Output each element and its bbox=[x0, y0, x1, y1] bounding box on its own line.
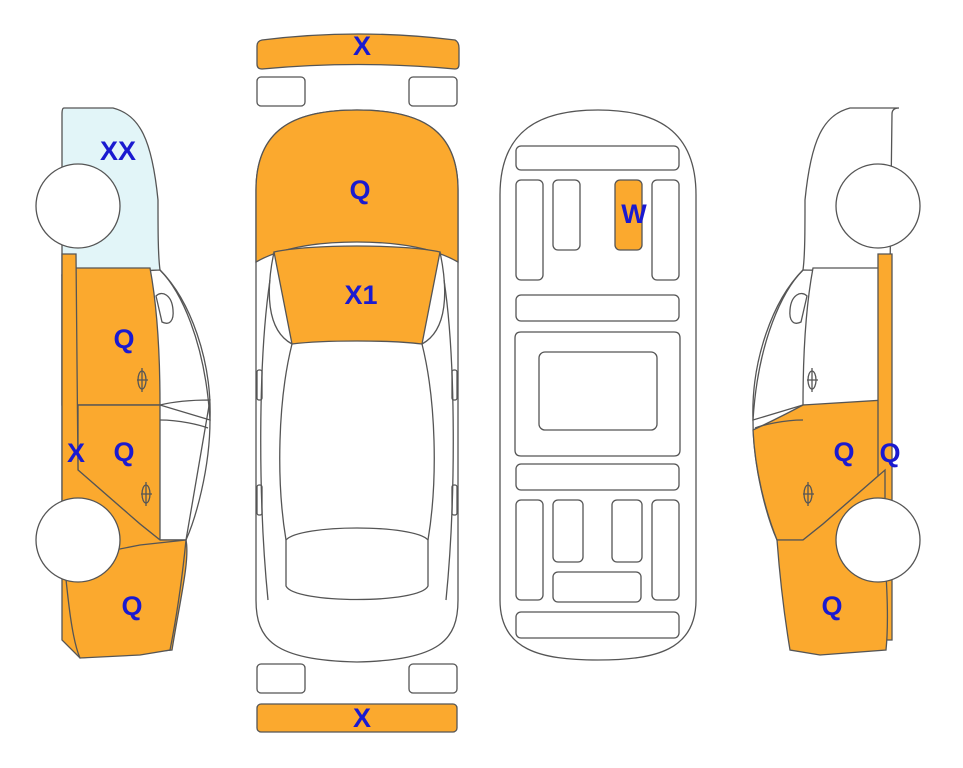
left-front-wheel bbox=[35, 497, 121, 583]
right-side-view bbox=[752, 107, 921, 656]
right-a-pillar bbox=[421, 251, 446, 345]
left-mirror bbox=[256, 369, 263, 401]
hood-code: Q bbox=[349, 175, 370, 205]
left-door-handle bbox=[256, 484, 263, 516]
right-side-mirror bbox=[789, 292, 808, 324]
underbody-right-rail-rear bbox=[651, 499, 680, 601]
rear-window bbox=[285, 527, 429, 601]
right-rear-handle-grip bbox=[807, 370, 817, 390]
front-bumper-code: X bbox=[353, 31, 371, 61]
right-headlight bbox=[408, 76, 458, 107]
rear-bumper-code: X bbox=[353, 703, 371, 733]
right-mirror bbox=[451, 369, 458, 401]
rear-bumper-panel[interactable] bbox=[256, 703, 458, 733]
right-front-fender-code: Q bbox=[821, 591, 842, 621]
left-side-view bbox=[35, 107, 211, 659]
left-windshield-edge bbox=[159, 399, 211, 541]
right-front-wheel bbox=[835, 497, 921, 583]
right-door-handle bbox=[451, 484, 458, 516]
left-taillight bbox=[256, 663, 306, 694]
underbody-view bbox=[499, 109, 697, 661]
underbody-rear-bar bbox=[515, 611, 680, 639]
underbody-right-rail-front bbox=[651, 179, 680, 281]
underbody-rear-crossmember bbox=[552, 571, 642, 603]
left-side-mirror bbox=[155, 292, 174, 324]
top-view bbox=[255, 33, 460, 733]
right-taillight bbox=[408, 663, 458, 694]
right-front-door-code: Q bbox=[833, 437, 854, 467]
right-side-window-line bbox=[752, 269, 804, 421]
right-side-glass bbox=[421, 343, 435, 541]
left-rear-quarter-glass-code: XX bbox=[100, 136, 136, 166]
right-rear-wheel bbox=[835, 163, 921, 249]
underbody-left-rail-rear bbox=[515, 499, 544, 601]
underbody-center-tunnel bbox=[538, 351, 658, 431]
windshield-panel[interactable] bbox=[273, 245, 441, 345]
left-rear-door-code: Q bbox=[113, 324, 134, 354]
left-body-line bbox=[260, 279, 271, 601]
left-a-pillar bbox=[268, 251, 293, 345]
underbody-inner-rear-right bbox=[611, 499, 643, 563]
left-side-glass bbox=[279, 343, 293, 541]
floor-pan-code: W bbox=[621, 199, 647, 229]
front-bumper-panel[interactable] bbox=[256, 33, 460, 70]
underbody-crossmember-1 bbox=[515, 294, 680, 322]
underbody-inner-rail-left bbox=[552, 179, 581, 251]
hood-panel[interactable] bbox=[255, 109, 459, 264]
underbody-crossmember-2 bbox=[515, 463, 680, 491]
right-a-pillar-line bbox=[754, 419, 804, 429]
left-front-fender-code: Q bbox=[121, 591, 142, 621]
left-rocker-code: X bbox=[67, 438, 85, 468]
underbody-left-rail-front bbox=[515, 179, 544, 281]
underbody-front-bar bbox=[515, 145, 680, 171]
left-a-pillar-line bbox=[159, 419, 209, 429]
left-rear-handle-grip bbox=[137, 370, 147, 390]
left-front-door-code: Q bbox=[113, 437, 134, 467]
left-front-handle-grip bbox=[141, 484, 151, 504]
damage-labels: X Q X1 X W XX Q Q X Q Q Q Q bbox=[67, 31, 901, 733]
right-front-handle-grip bbox=[803, 484, 813, 504]
right-body-line bbox=[443, 279, 454, 601]
floor-pan-panel[interactable] bbox=[614, 179, 643, 251]
right-rocker-code: Q bbox=[879, 438, 900, 468]
left-headlight bbox=[256, 76, 306, 107]
left-rear-wheel bbox=[35, 163, 121, 249]
windshield-code: X1 bbox=[344, 280, 377, 310]
underbody-inner-rear-left bbox=[552, 499, 584, 563]
